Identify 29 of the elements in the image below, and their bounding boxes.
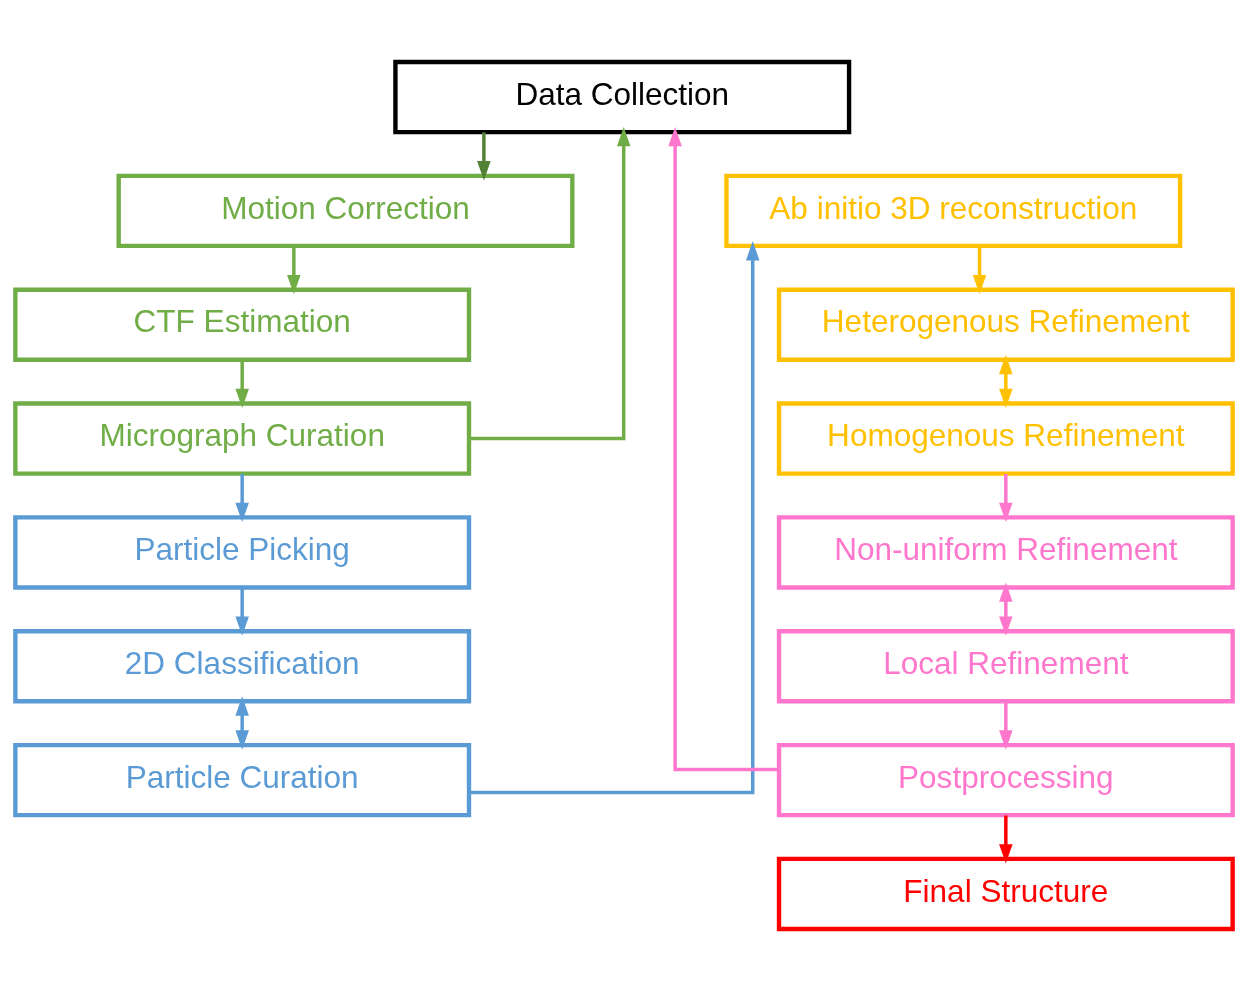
node-box: Local Refinement (776, 629, 1235, 704)
arrow (469, 127, 631, 441)
node-box: Postprocessing (776, 742, 1235, 818)
node-box: Micrograph Curation (13, 401, 472, 476)
arrow (235, 696, 249, 750)
arrow (999, 701, 1013, 750)
node-box: Ab initio 3D reconstruction (724, 173, 1183, 249)
node-box: Non-uniform Refinement (776, 515, 1235, 590)
node-box: Final Structure (776, 856, 1235, 932)
arrow (999, 473, 1013, 522)
node-box: Particle Picking (13, 515, 472, 590)
arrow (235, 473, 249, 522)
arrow (287, 246, 301, 295)
arrow (235, 360, 249, 409)
node-box: Homogenous Refinement (776, 401, 1235, 476)
node-box: Motion Correction (116, 173, 575, 249)
arrow (235, 587, 249, 636)
node-box: 2D Classification (13, 629, 472, 704)
arrow (469, 241, 760, 795)
arrow (477, 132, 491, 181)
node-box: CTF Estimation (13, 287, 472, 362)
node-box: Particle Curation (13, 742, 472, 818)
arrow (999, 815, 1013, 864)
node-box: Data Collection (393, 59, 852, 135)
arrow (972, 246, 987, 295)
arrow (999, 582, 1013, 636)
node-box: Heterogenous Refinement (776, 287, 1235, 362)
arrow (668, 126, 779, 772)
arrow (999, 354, 1013, 409)
